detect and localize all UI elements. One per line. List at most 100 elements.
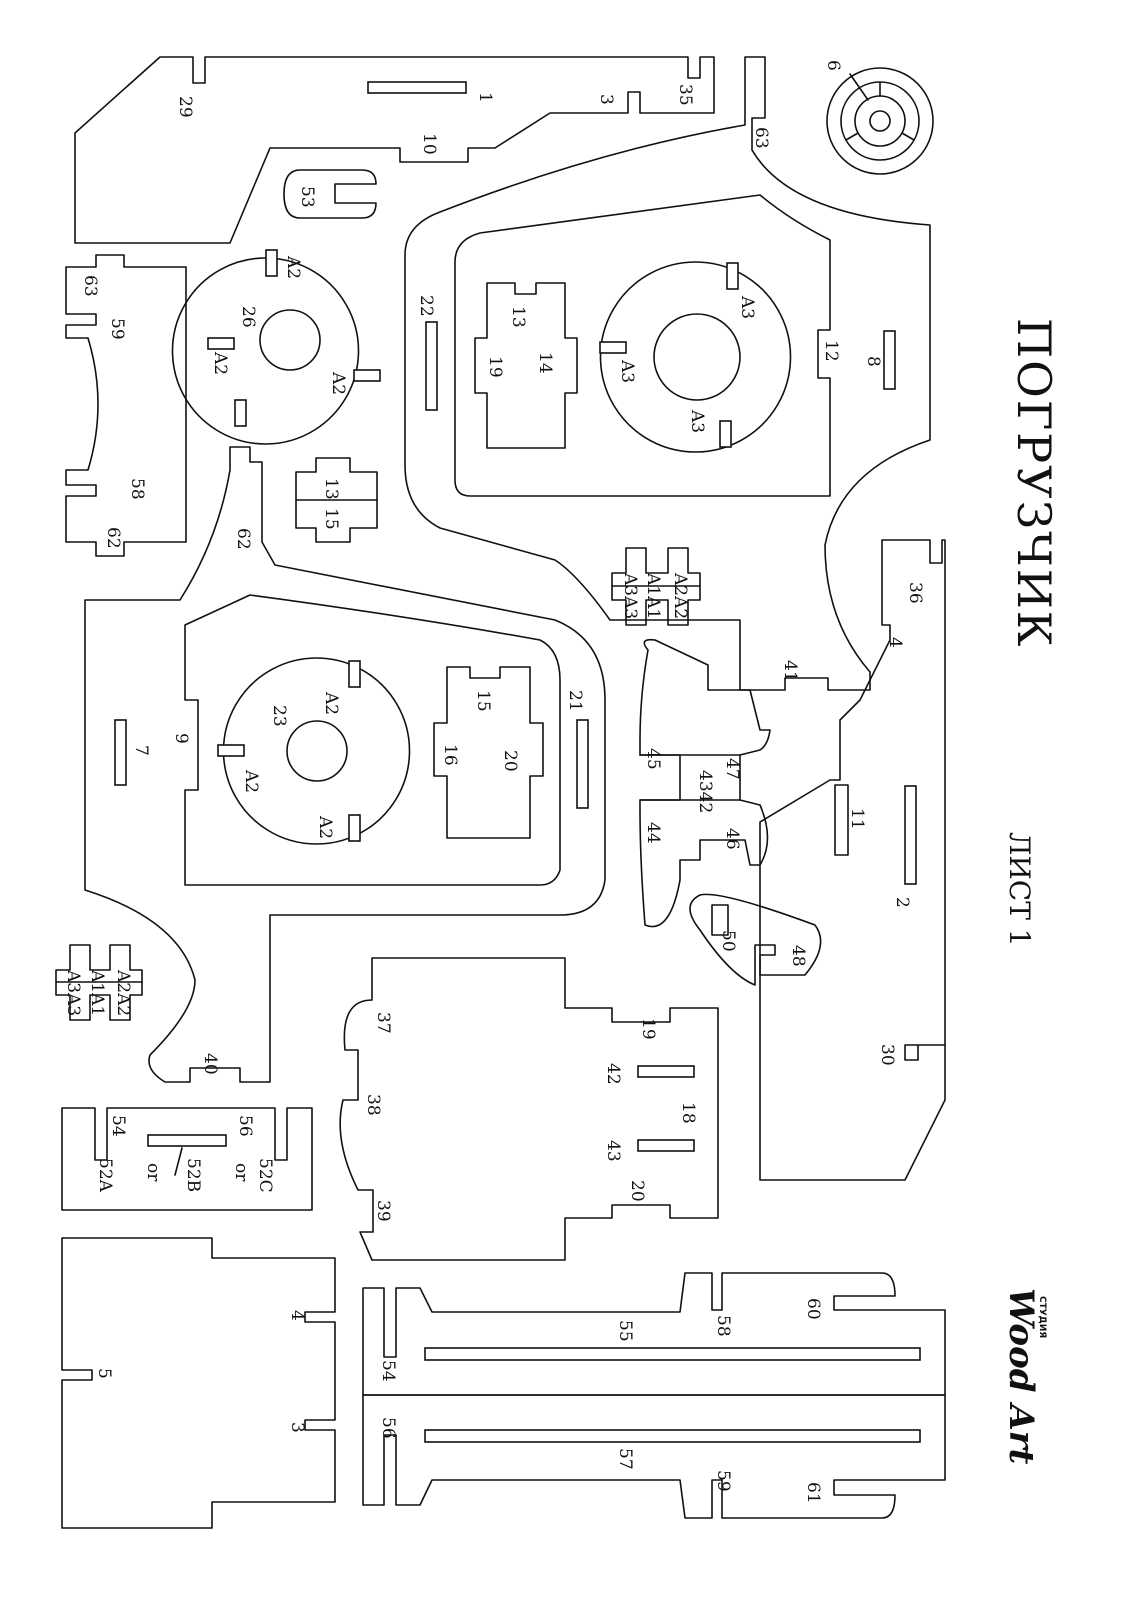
part-arms-55-57 [362, 1272, 946, 1519]
part-13-15 [295, 457, 378, 543]
label-56a: 56 [235, 1115, 255, 1137]
label-a2-26a: A2 [283, 255, 303, 279]
part-6-wheel [826, 67, 934, 175]
part-frame-right [759, 539, 946, 1181]
label-43: 43 [603, 1140, 623, 1162]
label-59b: 59 [713, 1470, 733, 1492]
part-frame-center-top [404, 56, 931, 691]
label-53: 53 [297, 186, 317, 208]
label-29: 29 [175, 96, 195, 118]
label-58a: 58 [127, 478, 147, 500]
label-20a: 20 [500, 750, 520, 772]
label-5: 5 [94, 1368, 114, 1379]
label-4342: 4342 [695, 770, 715, 813]
label-7: 7 [131, 745, 151, 756]
label-16: 16 [440, 744, 460, 766]
label-21: 21 [565, 690, 585, 712]
label-lock1b: A1A1 [643, 572, 663, 619]
label-a2-23b: A2 [241, 769, 261, 793]
label-lock2c: A3A3 [63, 969, 83, 1016]
label-19a: 19 [485, 356, 505, 378]
label-45: 45 [643, 748, 663, 770]
part-52 [61, 1107, 313, 1211]
part-plate-4-5-3 [61, 1237, 336, 1529]
label-35: 35 [675, 84, 695, 106]
label-44: 44 [643, 822, 663, 844]
label-13a: 13 [508, 306, 528, 328]
label-12: 12 [821, 340, 841, 362]
label-47: 47 [722, 758, 742, 780]
label-54a: 54 [108, 1115, 128, 1137]
label-46: 46 [722, 828, 742, 850]
label-38: 38 [363, 1094, 383, 1116]
brand-name: Wood Art [1001, 1288, 1041, 1465]
sheet-title: ПОГРУЗЧИК [1007, 318, 1061, 648]
label-56b: 56 [378, 1417, 398, 1439]
label-48: 48 [788, 945, 808, 967]
label-55: 55 [615, 1320, 635, 1342]
brand-small-text: СТУДИЯ [1037, 1296, 1047, 1338]
label-8: 8 [863, 356, 883, 367]
brand-logo: СТУДИЯ Wood Art [1001, 1288, 1047, 1465]
label-54b: 54 [378, 1360, 398, 1382]
label-lock2b: A1A1 [87, 969, 107, 1016]
part-frame-center-left [84, 446, 606, 1083]
label-13b: 13 [321, 478, 341, 500]
label-23: 23 [269, 705, 289, 727]
label-60: 60 [803, 1298, 823, 1320]
label-lock2a: A2A2 [113, 969, 133, 1016]
label-a3b: A3 [617, 359, 637, 383]
label-52c: 52C [255, 1158, 275, 1193]
label-41: 41 [780, 660, 800, 682]
label-lock1a: A2A2 [670, 572, 690, 619]
part-53 [283, 169, 377, 219]
part-lock-tabs-lower [55, 944, 143, 1021]
label-61: 61 [803, 1482, 823, 1504]
label-a3c: A3 [687, 409, 707, 433]
part-frame-top-left [74, 56, 715, 244]
label-14: 14 [535, 352, 555, 374]
label-63a: 63 [751, 127, 771, 149]
sheet-number-label: ЛИСТ 1 [1003, 832, 1036, 947]
part-50-48 [689, 893, 822, 986]
label-19b: 19 [638, 1018, 658, 1040]
label-a2-26b: A2 [210, 351, 230, 375]
label-18: 18 [678, 1102, 698, 1124]
part-lock-tabs-upper [611, 547, 701, 626]
label-3b: 3 [287, 1422, 307, 1433]
label-10: 10 [419, 133, 439, 155]
part-base-37-39 [339, 957, 719, 1261]
label-a2-23a: A2 [321, 691, 341, 715]
label-40: 40 [200, 1053, 220, 1075]
label-50: 50 [718, 930, 738, 952]
label-2: 2 [892, 897, 912, 908]
label-a3a: A3 [737, 295, 757, 319]
label-37: 37 [373, 1012, 393, 1034]
label-4a: 4 [885, 637, 905, 648]
label-58b: 58 [713, 1315, 733, 1337]
label-15b: 15 [473, 690, 493, 712]
label-9: 9 [171, 733, 191, 744]
label-63b: 63 [80, 275, 100, 297]
part-45-47-44-46 [639, 638, 771, 928]
label-a2-23c: A2 [315, 815, 335, 839]
label-or2: or [231, 1163, 251, 1182]
label-52b: 52B [183, 1158, 203, 1192]
label-57: 57 [615, 1448, 635, 1470]
label-22: 22 [416, 295, 436, 317]
label-11: 11 [847, 808, 867, 830]
label-or1: or [143, 1163, 163, 1182]
label-20b: 20 [627, 1180, 647, 1202]
part-bracket-63-62 [65, 254, 187, 557]
label-59a: 59 [107, 318, 127, 340]
part-26-disc [171, 249, 381, 445]
label-36: 36 [905, 582, 925, 604]
label-6: 6 [823, 60, 843, 71]
label-62b: 62 [233, 528, 253, 550]
label-52a: 52A [95, 1158, 115, 1193]
label-a2-26c: A2 [328, 371, 348, 395]
label-39: 39 [373, 1200, 393, 1222]
label-42: 42 [603, 1063, 623, 1085]
